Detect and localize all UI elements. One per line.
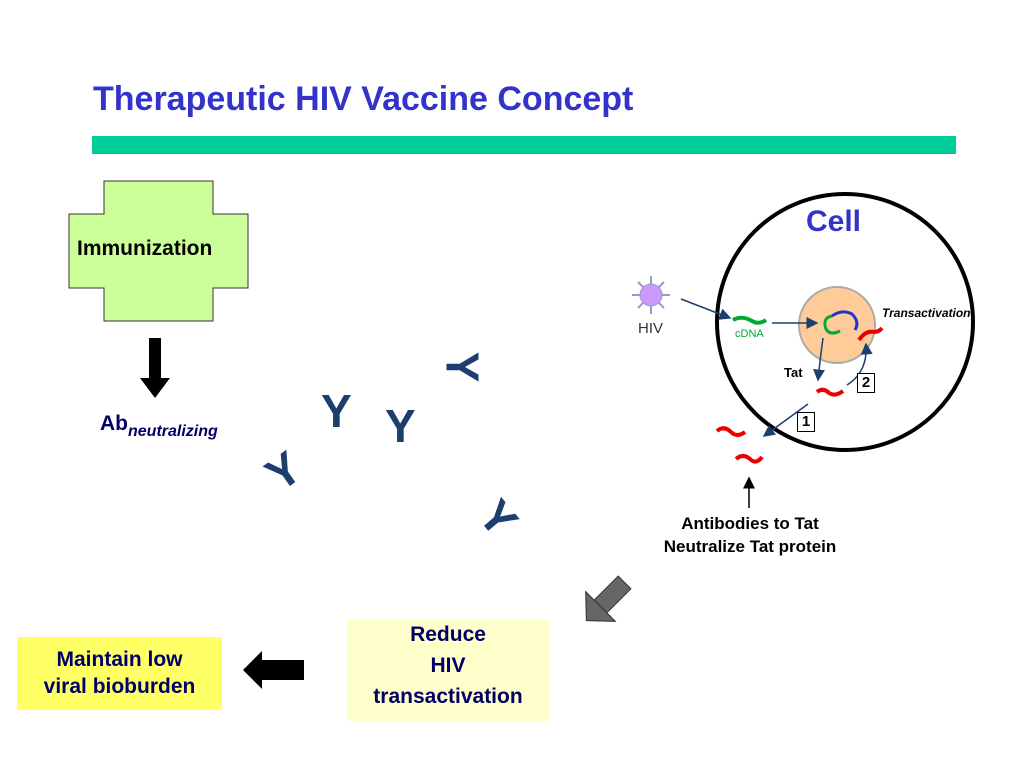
- maintain-bioburden-box: Maintain low viral bioburden: [17, 637, 222, 710]
- cell-title: Cell: [806, 205, 862, 238]
- hiv-virion-icon: [632, 276, 670, 314]
- tat-protein-extracellular-1: [715, 426, 747, 437]
- title-underline-bar: [92, 136, 956, 154]
- caption-line-1: Antibodies to Tat: [681, 514, 819, 533]
- maintain-line-2: viral bioburden: [43, 675, 196, 698]
- step-2-badge: 2: [857, 373, 875, 393]
- antibody-label: Abneutralizing: [100, 412, 218, 441]
- antibody-main: Ab: [100, 412, 128, 435]
- antibody-icon: Y: [436, 351, 489, 383]
- tat-to-nucleus-arrow: [846, 342, 873, 386]
- immunization-label: Immunization: [77, 237, 213, 260]
- left-arrow: [243, 651, 304, 689]
- diagonal-down-arrow: [585, 575, 632, 622]
- nucleus: [798, 286, 876, 364]
- nucleus-to-tat-arrow: [813, 337, 826, 382]
- transactivation-label: Transactivation: [882, 306, 971, 320]
- reduce-transactivation-box: Reduce HIV transactivation: [347, 619, 549, 721]
- immunization-cross-shape: [68, 180, 249, 322]
- tat-label: Tat: [784, 365, 803, 380]
- hiv-label: HIV: [638, 320, 664, 337]
- maintain-line-1: Maintain low: [56, 648, 183, 671]
- cdna-label: cDNA: [735, 328, 764, 340]
- integrated-provirus-blue: [831, 310, 859, 331]
- down-arrow: [140, 338, 170, 398]
- reduce-line-3: transactivation: [373, 685, 523, 708]
- caption-line-2: Neutralize Tat protein: [663, 537, 837, 556]
- integrated-provirus: [823, 314, 841, 335]
- antibody-icon: Y: [321, 385, 352, 437]
- page-title: Therapeutic HIV Vaccine Concept: [93, 80, 634, 118]
- tat-protein-extracellular-2: [734, 454, 764, 464]
- cdna-strand: [732, 315, 768, 325]
- antibody-subscript: neutralizing: [128, 423, 218, 440]
- tat-transactivation-strand: [857, 326, 884, 342]
- reduce-line-1: Reduce: [410, 623, 486, 646]
- tat-secretion-arrow: [762, 403, 809, 437]
- antibodies-to-tat-caption: Antibodies to Tat Neutralize Tat protein: [640, 512, 860, 558]
- hiv-entry-arrow: [680, 298, 732, 320]
- tat-protein-intracellular: [815, 387, 845, 397]
- reduce-line-2: HIV: [430, 654, 466, 677]
- step-1-badge: 1: [797, 412, 815, 432]
- antibody-icon: Y: [385, 400, 416, 452]
